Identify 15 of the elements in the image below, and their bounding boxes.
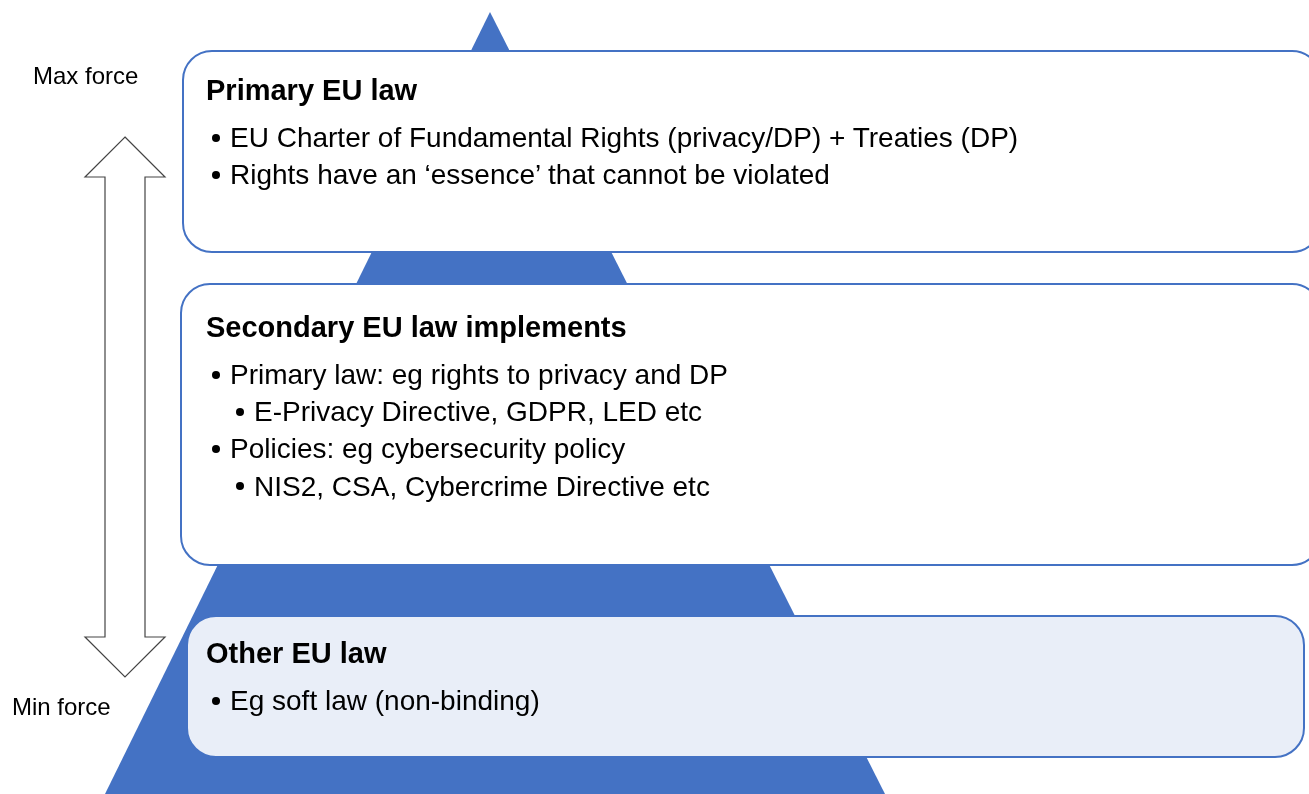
axis-label: Max force (33, 62, 139, 90)
bullet-text: Rights have an ‘essence’ that cannot be violated (230, 158, 830, 193)
box-heading: Primary EU law (206, 74, 419, 107)
bullet-text: E-Privacy Directive, GDPR, LED etc (254, 395, 703, 430)
bullet-text: Policies: eg cybersecurity policy (230, 432, 626, 467)
box-heading: Other EU law (206, 637, 388, 670)
bullet-text: Primary law: eg rights to privacy and DP (230, 358, 728, 392)
text-box (182, 50, 1309, 253)
bullet-text: NIS2, CSA, Cybercrime Directive etc (254, 469, 710, 504)
bullet-text: Eg soft law (non-binding) (230, 684, 540, 718)
text-box (186, 615, 1305, 758)
bullet-text: EU Charter of Fundamental Rights (privacy/DP) + Treaties (DP) (230, 121, 1019, 155)
box-heading: Secondary EU law implements (206, 311, 628, 344)
text-box (180, 283, 1309, 566)
axis-label: Min force (12, 693, 111, 721)
